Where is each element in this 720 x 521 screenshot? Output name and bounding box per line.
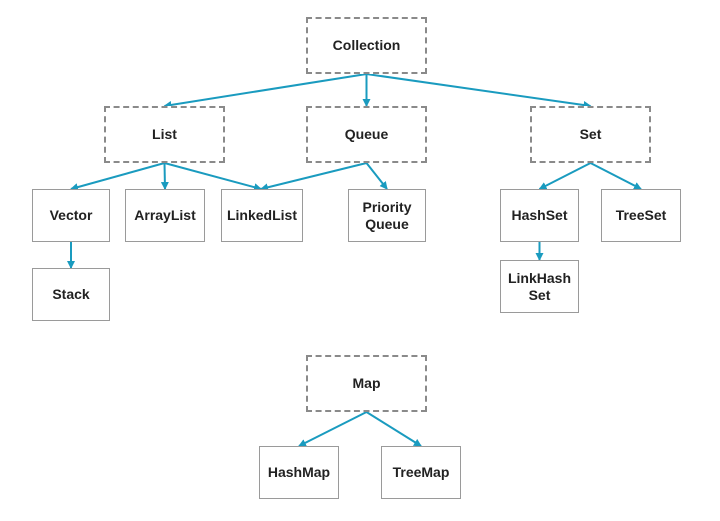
edge-list-to-vector <box>70 162 165 191</box>
linkedlist-label: LinkedList <box>226 207 297 223</box>
vector-node: Vector <box>32 189 110 242</box>
hashset-node: HashSet <box>500 189 579 242</box>
set-node: Set <box>530 106 651 163</box>
set-label: Set <box>579 126 602 142</box>
arraylist-node: ArrayList <box>125 189 205 242</box>
stack-label: Stack <box>52 286 90 302</box>
map-label: Map <box>352 375 381 391</box>
list-node: List <box>104 106 225 163</box>
edge-map-to-treemap <box>365 411 422 447</box>
linkhashset-node: LinkHash Set <box>500 260 579 313</box>
edge-queue-to-linkedlist <box>260 162 367 192</box>
priority-queue-label: Priority Queue <box>362 198 412 232</box>
edge-queue-to-priorityqueue <box>365 162 388 190</box>
arraylist-label: ArrayList <box>134 207 196 223</box>
treeset-node: TreeSet <box>601 189 681 242</box>
collection-node: Collection <box>306 17 427 74</box>
treemap-label: TreeMap <box>392 464 450 480</box>
edge-set-to-hashset <box>538 162 591 190</box>
vector-label: Vector <box>49 207 93 223</box>
priority-queue-node: Priority Queue <box>348 189 426 242</box>
edge-collection-to-list <box>163 73 367 109</box>
edge-set-to-treeset <box>590 162 642 190</box>
edge-list-to-linkedlist <box>164 162 262 192</box>
treeset-label: TreeSet <box>615 207 667 223</box>
hashmap-node: HashMap <box>259 446 339 499</box>
queue-node: Queue <box>306 106 427 163</box>
treemap-node: TreeMap <box>381 446 461 499</box>
edge-list-to-arraylist <box>160 162 169 190</box>
queue-label: Queue <box>344 126 389 142</box>
collection-label: Collection <box>332 37 401 53</box>
linkedlist-node: LinkedList <box>221 189 303 242</box>
map-node: Map <box>306 355 427 412</box>
edge-collection-to-set <box>366 73 592 109</box>
hashmap-label: HashMap <box>267 464 331 480</box>
linkhashset-label: LinkHash Set <box>507 269 571 303</box>
edge-map-to-hashmap <box>298 411 367 447</box>
list-label: List <box>152 126 177 142</box>
hashset-label: HashSet <box>511 207 568 223</box>
stack-node: Stack <box>32 268 110 321</box>
